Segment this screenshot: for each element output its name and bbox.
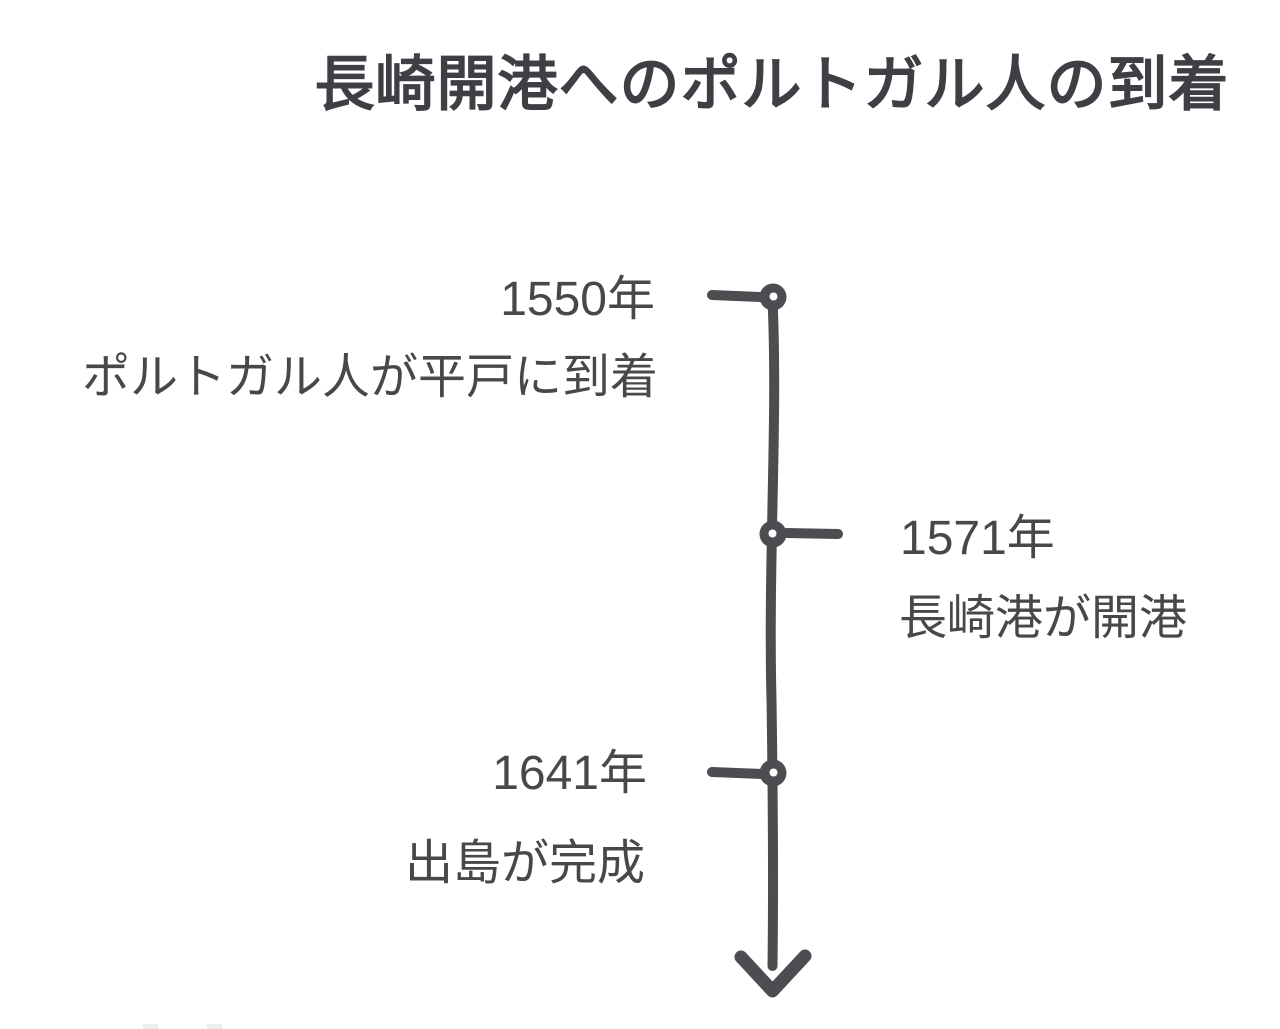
event-year-1571: 1571年	[900, 512, 1055, 565]
event-description-1550: ポルトガル人が平戸に到着	[81, 351, 658, 404]
timeline-node-hole	[769, 768, 778, 777]
event-tick-1550	[707, 290, 765, 302]
timeline-node-hole	[769, 292, 778, 301]
watermark-fragment	[207, 1024, 222, 1029]
event-tick-1571	[781, 528, 843, 539]
timeline-node-hole	[768, 529, 777, 538]
page-title: 長崎開港へのポルトガル人の到着	[314, 51, 1230, 118]
watermark-fragment	[143, 1024, 158, 1029]
timeline-axis-line	[765, 295, 780, 971]
event-year-1641: 1641年	[492, 747, 647, 800]
event-description-1571: 長崎港が開港	[899, 592, 1188, 645]
event-tick-1641	[707, 767, 767, 779]
event-description-1641: 出島が完成	[404, 837, 645, 890]
arrow-down-icon	[734, 949, 812, 998]
event-year-1550: 1550年	[500, 273, 655, 326]
